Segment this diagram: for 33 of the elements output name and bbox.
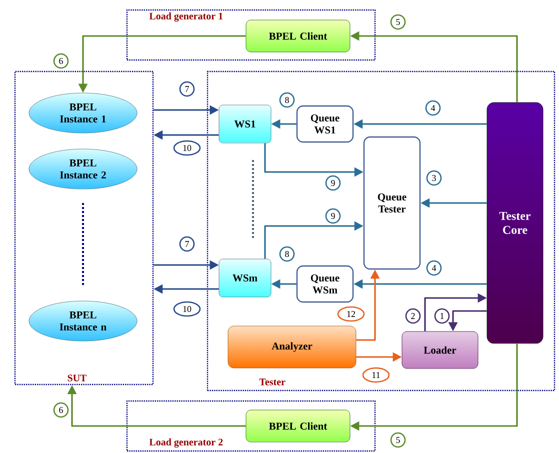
queue-box: Queue Tester xyxy=(363,136,421,270)
edge-label: 4 xyxy=(425,100,441,116)
edge-label: 1 xyxy=(434,308,450,324)
group-label: Load generator 2 xyxy=(149,438,223,448)
queue-box: Queue WS1 xyxy=(296,105,354,143)
queue-box: Queue WSm xyxy=(296,265,354,303)
edge-label: 9 xyxy=(325,208,341,224)
edge-label: 8 xyxy=(279,246,295,262)
edge-label: 3 xyxy=(426,170,442,186)
edge-label: 10 xyxy=(173,301,201,317)
analyzer-box: Analyzer xyxy=(228,326,356,368)
edge-label: 2 xyxy=(405,308,421,324)
service-box: WSm xyxy=(218,258,272,298)
loader-box: Loader xyxy=(402,331,478,369)
client-box: BPEL Client xyxy=(246,20,350,52)
group-label: Tester xyxy=(259,378,286,386)
edge-label: 10 xyxy=(173,140,201,156)
edge-label: 4 xyxy=(426,260,442,276)
edge-label: 12 xyxy=(337,306,365,322)
edge-label: 5 xyxy=(390,14,406,30)
edge-label: 11 xyxy=(362,367,390,383)
edge-label: 6 xyxy=(53,53,69,69)
edge-label: 9 xyxy=(325,175,341,191)
core-box: Tester Core xyxy=(486,102,544,344)
edge-label: 5 xyxy=(390,432,406,448)
edge-label: 7 xyxy=(179,236,195,252)
edge-label: 7 xyxy=(179,81,195,97)
edge-label: 6 xyxy=(53,402,69,418)
service-box: WS1 xyxy=(218,104,272,144)
edge-label: 8 xyxy=(279,92,295,108)
group-label: Load generator 1 xyxy=(149,12,223,22)
group-label: SUT xyxy=(68,374,87,382)
client-box: BPEL Client xyxy=(246,410,350,442)
